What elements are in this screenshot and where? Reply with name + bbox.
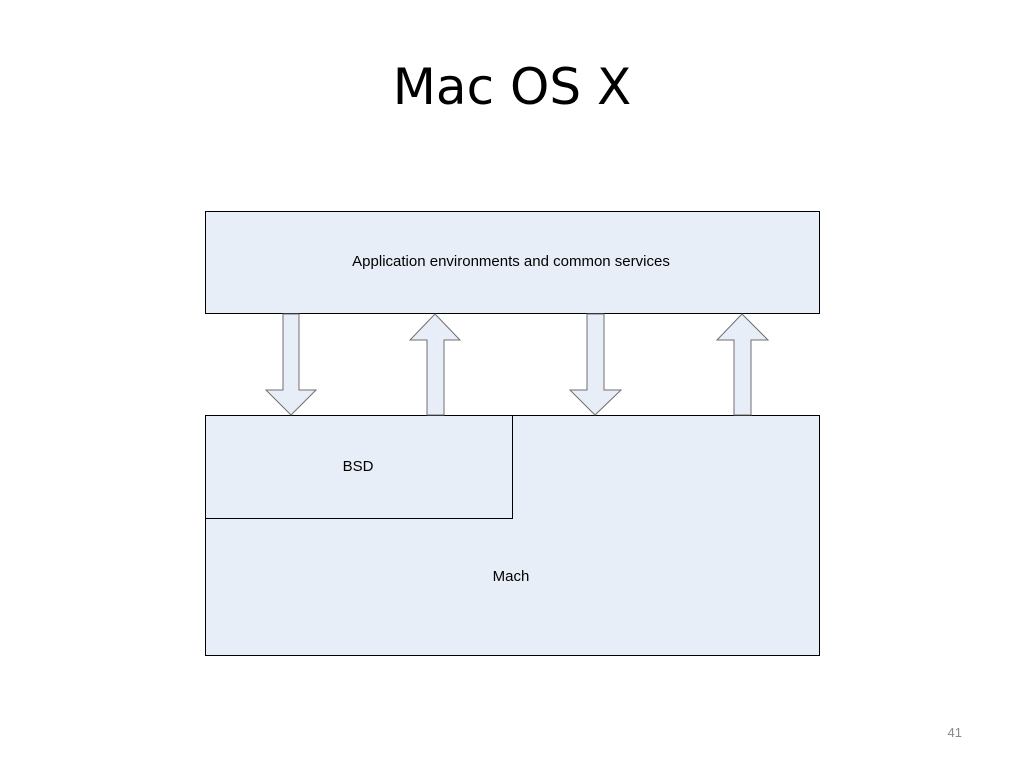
slide-title: Mac OS X xyxy=(392,58,632,116)
mach-label: Mach xyxy=(493,568,530,585)
arrow-down-to-bsd xyxy=(264,313,318,416)
bsd-label: BSD xyxy=(343,458,374,475)
arrow-up-from-bsd xyxy=(408,313,462,416)
arrow-up-from-mach xyxy=(715,313,770,416)
app-layer-label: Application environments and common serv… xyxy=(352,253,670,270)
app-layer-box xyxy=(205,211,820,314)
arrow-down-to-mach xyxy=(568,313,623,416)
bsd-box xyxy=(205,415,513,519)
slide-number: 41 xyxy=(947,725,962,740)
